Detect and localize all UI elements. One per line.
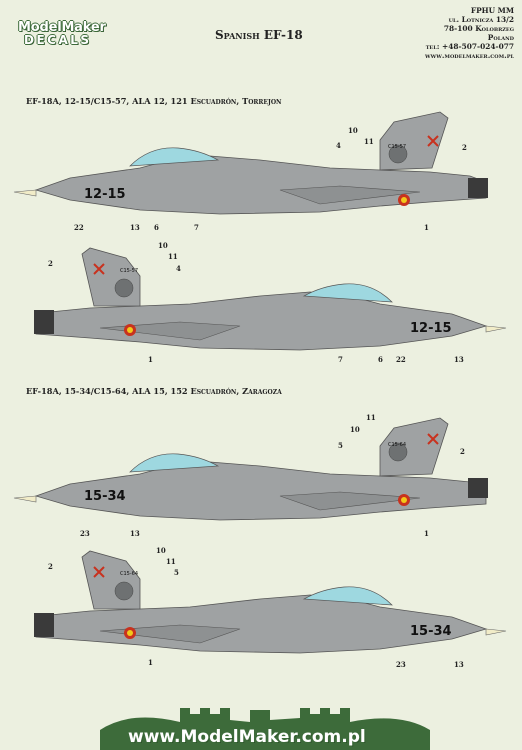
aircraft-profile-2-port: 15-34 C15-64 11 10 5 2 23 13 1 (13, 413, 488, 538)
aircraft-body (13, 111, 488, 215)
tail-code: 12-15 (410, 321, 452, 336)
callout-label: 1 (424, 529, 429, 538)
callout-labels: 11 10 4 2 22 13 6 7 1 (74, 126, 467, 232)
callout-label: 5 (174, 568, 179, 577)
callout-label: 2 (48, 562, 53, 571)
address-line: tel: +48-507-024-077 (425, 42, 514, 51)
callout-label: 11 (366, 413, 376, 422)
callout-label: 10 (348, 126, 358, 135)
callout-labels: 11 10 5 2 23 13 1 (80, 413, 465, 538)
aircraft-profile-2-starboard: 15-34 C15-64 2 10 11 5 1 23 13 (34, 546, 507, 669)
callout-label: 23 (80, 529, 90, 538)
address-line: FPHU MM (470, 6, 514, 15)
page-title: Spanish EF-18 (215, 28, 303, 42)
callout-label: 7 (338, 355, 343, 364)
section-heading-2: EF-18A, 15-34/C15-64, ALA 15, 152 Escuad… (26, 386, 282, 396)
modelmaker-logo: ModelMaker DECALS (18, 20, 126, 58)
tail-code: 15-34 (84, 489, 126, 504)
aircraft-body (34, 247, 507, 351)
callout-label: 13 (454, 355, 464, 364)
callout-label: 10 (350, 425, 360, 434)
callout-label: 2 (462, 143, 467, 152)
section-heading-1: EF-18A, 12-15/C15-57, ALA 12, 121 Escuad… (26, 96, 282, 106)
callout-label: 13 (130, 529, 140, 538)
callout-label: 7 (194, 223, 199, 232)
fin-code: C15-57 (120, 268, 138, 274)
address-line: www.modelmaker.com.pl (425, 51, 514, 60)
aircraft-profile-1-port: 12-15 C15-57 11 10 4 2 22 13 6 7 1 (13, 111, 488, 232)
callout-label: 11 (168, 252, 178, 261)
callout-label: 1 (148, 658, 153, 667)
aircraft-body (34, 550, 507, 654)
callout-label: 11 (166, 557, 176, 566)
logo-text: ModelMaker (18, 20, 106, 35)
callout-label: 13 (130, 223, 140, 232)
aircraft-body (13, 417, 488, 521)
callout-label: 22 (74, 223, 84, 232)
callout-labels: 2 10 11 4 1 7 6 22 13 (48, 241, 464, 364)
address-line: Poland (487, 33, 514, 42)
footer: www.ModelMaker.com.pl (0, 700, 522, 750)
callout-label: 2 (48, 259, 53, 268)
callout-label: 10 (158, 241, 168, 250)
address-line: 78-100 Kolobrzeg (443, 24, 514, 33)
callout-label: 5 (338, 441, 343, 450)
callout-label: 6 (378, 355, 383, 364)
address-line: ul. Lotnicza 13/2 (448, 15, 514, 24)
callout-label: 23 (396, 660, 406, 669)
callout-label: 2 (460, 447, 465, 456)
footer-url: www.ModelMaker.com.pl (128, 727, 366, 747)
callout-label: 1 (148, 355, 153, 364)
callout-label: 6 (154, 223, 159, 232)
callout-label: 22 (396, 355, 406, 364)
fin-code: C15-64 (120, 571, 138, 577)
fin-code: C15-64 (388, 442, 406, 448)
fin-code: C15-57 (388, 144, 406, 150)
callout-label: 1 (424, 223, 429, 232)
tail-code: 15-34 (410, 624, 452, 639)
callout-label: 4 (336, 141, 341, 150)
callout-label: 11 (364, 137, 374, 146)
aircraft-profile-1-starboard: 12-15 C15-57 2 10 11 4 1 7 6 22 13 (34, 241, 507, 364)
tail-code: 12-15 (84, 187, 126, 202)
callout-labels: 2 10 11 5 1 23 13 (48, 546, 464, 669)
callout-label: 4 (176, 264, 181, 273)
logo-subtext: DECALS (24, 33, 92, 47)
castle-silhouette (100, 708, 430, 750)
address-block: FPHU MM ul. Lotnicza 13/2 78-100 Kolobrz… (425, 6, 514, 60)
callout-label: 13 (454, 660, 464, 669)
callout-label: 10 (156, 546, 166, 555)
